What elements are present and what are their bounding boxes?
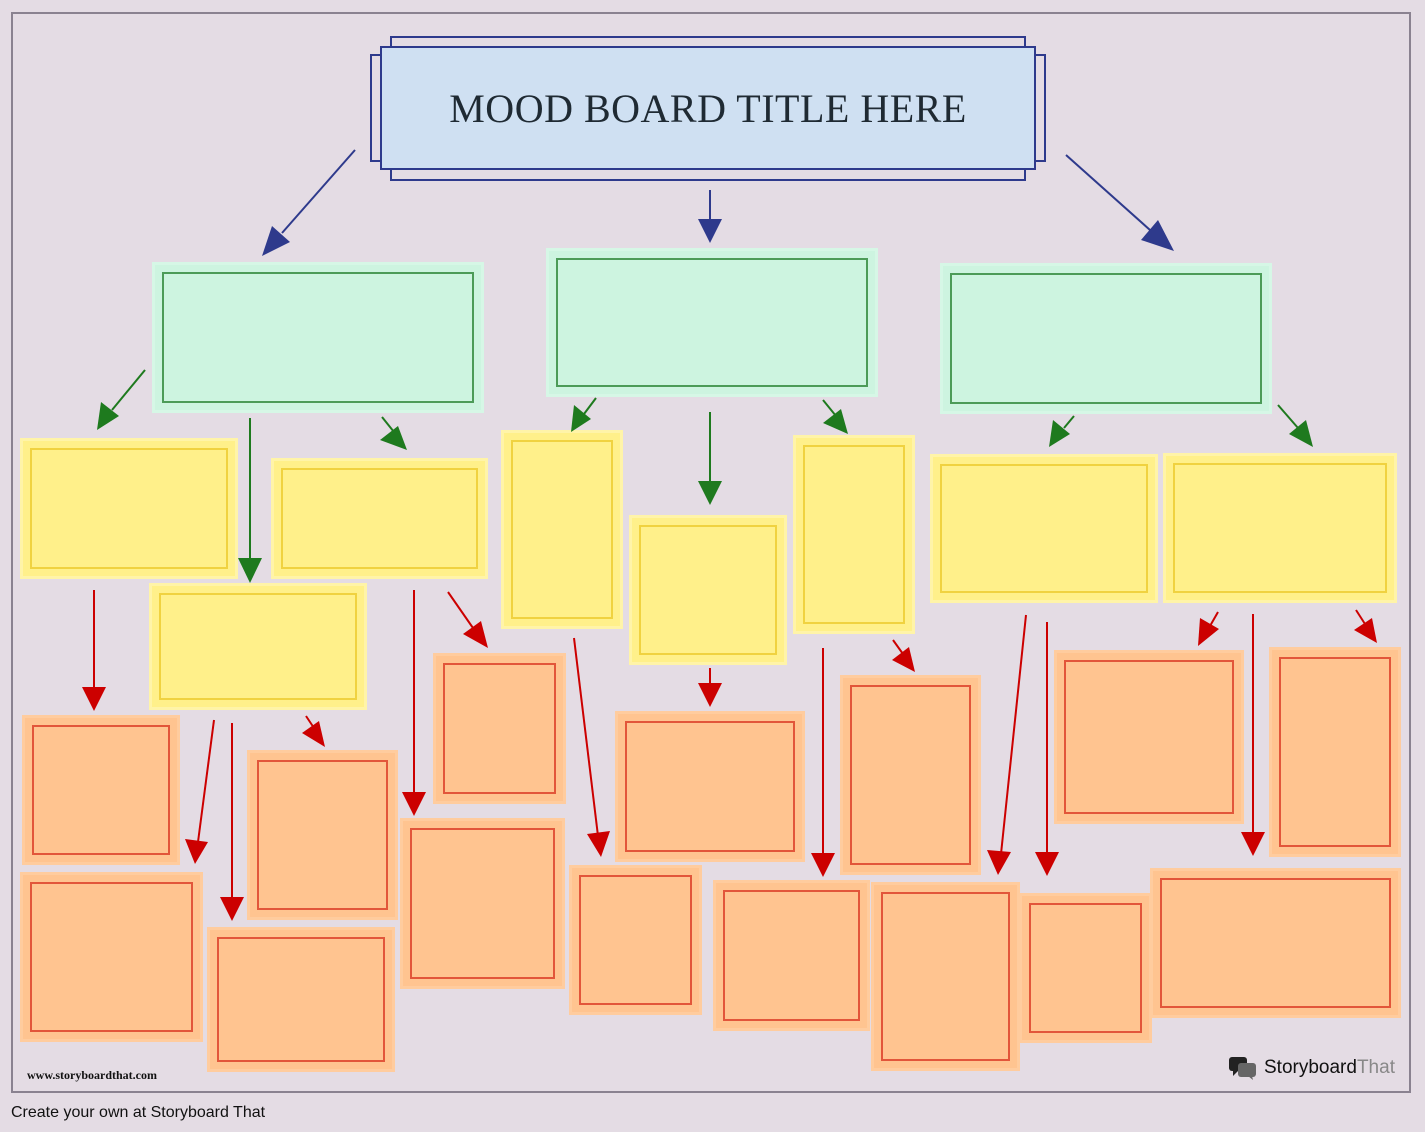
sub-box-5[interactable] [632, 518, 784, 662]
title-box[interactable]: MOOD BOARD TITLE HERE [380, 46, 1036, 170]
category-box-left[interactable] [155, 265, 481, 410]
category-arrows [97, 369, 1313, 583]
sub-box-1[interactable] [23, 441, 235, 576]
sub-box-2[interactable] [274, 461, 485, 576]
brand-name-light: That [1356, 1057, 1395, 1078]
title-arrows [262, 149, 1174, 256]
title-banner: MOOD BOARD TITLE HERE [370, 36, 1046, 181]
image-box-8[interactable] [618, 714, 802, 859]
arrowhead [698, 219, 722, 243]
image-box-9[interactable] [716, 883, 867, 1028]
category-box-center[interactable] [549, 251, 875, 394]
image-box-14[interactable] [1272, 650, 1398, 854]
image-box-2[interactable] [23, 875, 200, 1039]
sub-box-6[interactable] [796, 438, 912, 631]
sub-box-7[interactable] [933, 457, 1155, 600]
arrowhead [262, 226, 290, 256]
watermark-url: www.storyboardthat.com [27, 1068, 157, 1082]
sub-box-3[interactable] [152, 586, 364, 707]
arrow-title-left [281, 149, 356, 234]
sub-box-4[interactable] [504, 433, 620, 626]
image-box-1[interactable] [25, 718, 177, 862]
image-box-12[interactable] [1022, 896, 1149, 1040]
image-box-6[interactable] [403, 821, 562, 986]
storyboardthat-logo: StoryboardThat [1228, 1055, 1395, 1081]
footer-link[interactable]: Create your own at Storyboard That [11, 1104, 266, 1121]
image-box-13[interactable] [1057, 653, 1241, 821]
arrowhead [1141, 220, 1174, 251]
image-box-5[interactable] [436, 656, 563, 801]
brand-name: StoryboardThat [1264, 1057, 1395, 1079]
mood-board-title: MOOD BOARD TITLE HERE [449, 85, 967, 131]
sub-box-8[interactable] [1166, 456, 1394, 600]
image-box-15[interactable] [1153, 871, 1398, 1015]
image-arrows [82, 590, 1377, 921]
speech-bubble-icon [1228, 1055, 1258, 1081]
image-box-7[interactable] [572, 868, 699, 1012]
image-box-11[interactable] [874, 885, 1017, 1068]
arrow-title-right [1065, 154, 1151, 231]
category-box-right[interactable] [943, 266, 1269, 411]
image-box-4[interactable] [210, 930, 392, 1069]
brand-name-strong: Storyboard [1264, 1057, 1357, 1078]
image-box-10[interactable] [843, 678, 978, 872]
image-box-3[interactable] [250, 753, 395, 917]
